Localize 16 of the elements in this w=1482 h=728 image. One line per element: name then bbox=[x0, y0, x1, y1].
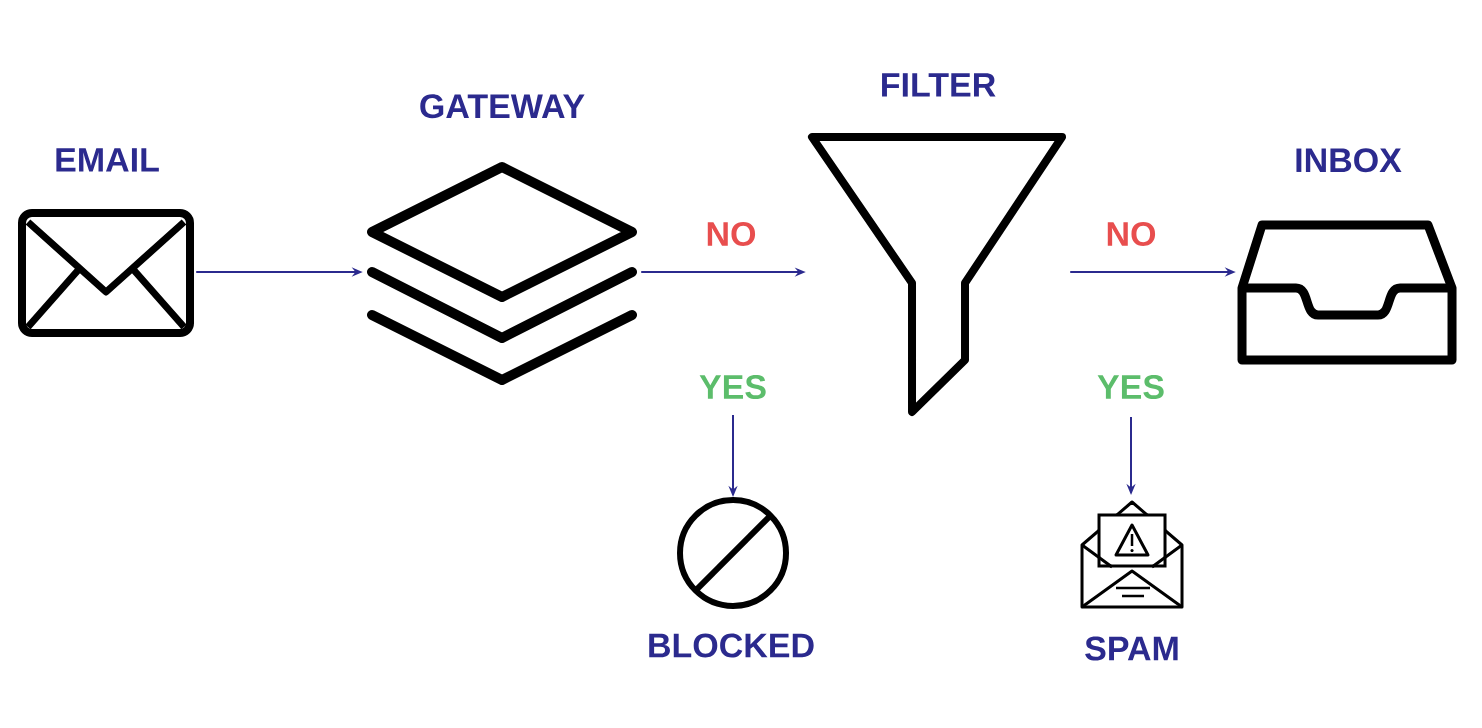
edge-label: YES bbox=[699, 374, 766, 400]
edge-label: NO bbox=[707, 221, 756, 247]
heading: EMAIL bbox=[56, 148, 159, 172]
envelope-icon bbox=[18, 209, 194, 337]
heading: BLOCKED bbox=[649, 633, 814, 658]
spam-mail-icon bbox=[1080, 500, 1184, 609]
funnel-icon bbox=[808, 133, 1066, 416]
inbox-tray-icon bbox=[1237, 220, 1457, 365]
heading: SPAM bbox=[1085, 636, 1178, 661]
edge-label: NO bbox=[1107, 221, 1156, 247]
layers-icon bbox=[367, 162, 637, 385]
heading: INBOX bbox=[1296, 148, 1402, 173]
heading: GATEWAY bbox=[420, 94, 585, 119]
blocked-icon bbox=[677, 497, 789, 609]
edge-label: YES bbox=[1097, 374, 1164, 400]
heading: FILTER bbox=[882, 73, 996, 97]
